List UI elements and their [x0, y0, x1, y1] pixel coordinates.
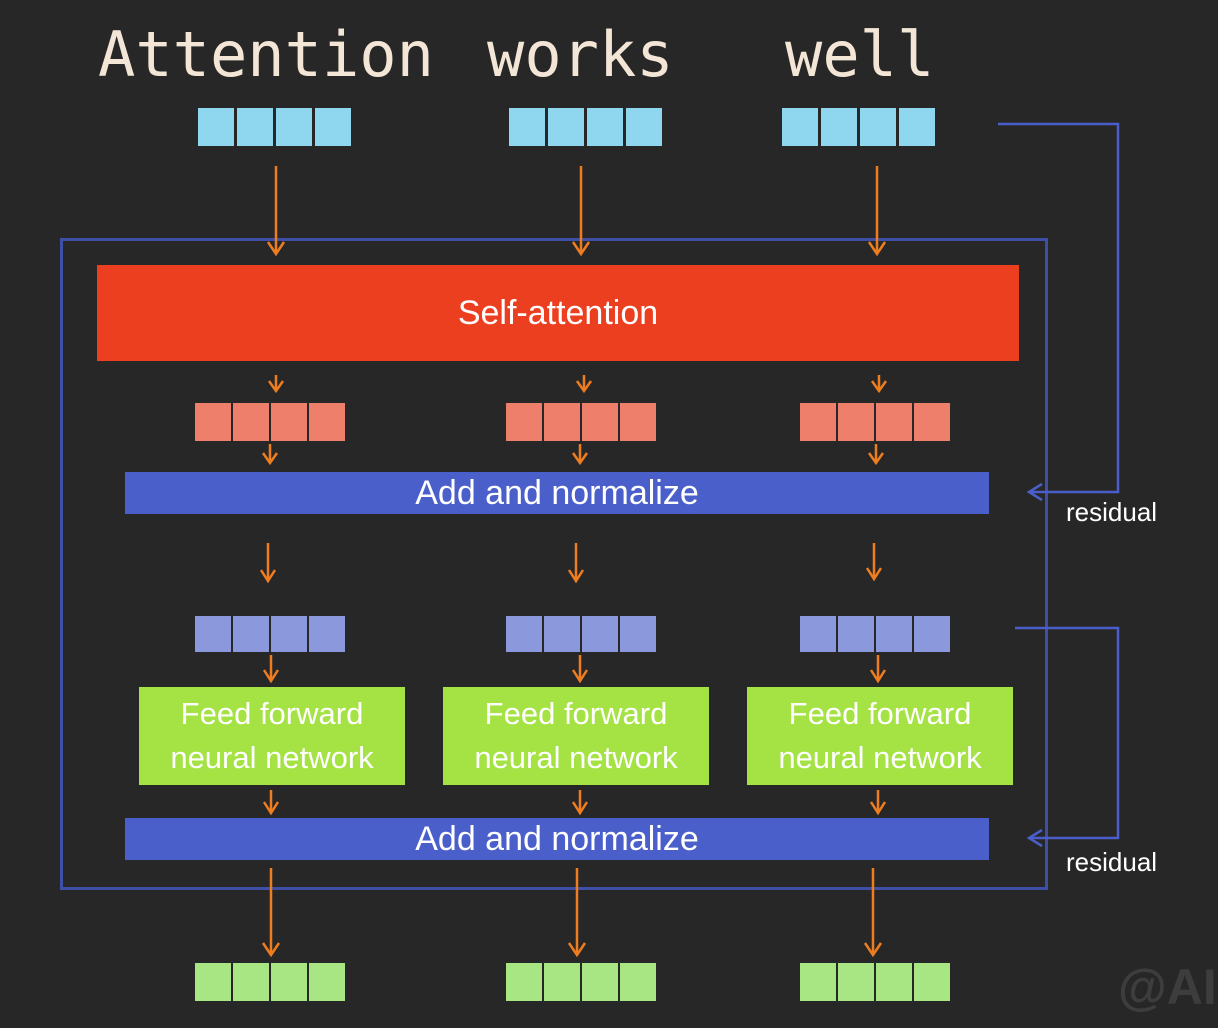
encoder-block-frame — [60, 238, 1048, 890]
add-normalize-label-2: Add and normalize — [415, 819, 699, 858]
self-attention-block: Self-attention — [97, 265, 1019, 361]
residual-connector-2 — [1015, 626, 1120, 840]
ffn-label-line1: Feed forward — [180, 696, 364, 731]
attention-output-vector-1 — [195, 403, 345, 441]
word-well: well — [785, 18, 935, 91]
add-normalize-block-2: Add and normalize — [125, 818, 989, 860]
feed-forward-block-3: Feed forward neural network — [747, 687, 1013, 785]
residual-label-1: residual — [1066, 497, 1158, 527]
self-attention-label: Self-attention — [457, 293, 659, 332]
input-vector-attention — [198, 108, 351, 146]
ffn-label-line2: neural network — [778, 740, 982, 775]
normalized-vector-2 — [506, 616, 656, 652]
attention-output-vector-2 — [506, 403, 656, 441]
feed-forward-block-2: Feed forward neural network — [443, 687, 709, 785]
output-vector-3 — [800, 963, 950, 1001]
ffn-label-line1: Feed forward — [788, 696, 972, 731]
ffn-label-line2: neural network — [170, 740, 374, 775]
feed-forward-block-1: Feed forward neural network — [139, 687, 405, 785]
output-vector-2 — [506, 963, 656, 1001]
watermark: @AIC — [1118, 959, 1218, 1015]
input-vector-works — [509, 108, 662, 146]
input-vector-well — [782, 108, 935, 146]
normalized-vector-3 — [800, 616, 950, 652]
residual-label-2: residual — [1066, 847, 1158, 877]
word-attention: Attention — [98, 18, 434, 91]
add-normalize-label-1: Add and normalize — [415, 473, 699, 512]
attention-output-vector-3 — [800, 403, 950, 441]
add-normalize-block-1: Add and normalize — [125, 472, 989, 514]
output-vector-1 — [195, 963, 345, 1001]
ffn-label-line2: neural network — [474, 740, 678, 775]
residual-connector-1 — [998, 122, 1120, 494]
ffn-label-line1: Feed forward — [484, 696, 668, 731]
word-works: works — [487, 18, 674, 91]
normalized-vector-1 — [195, 616, 345, 652]
